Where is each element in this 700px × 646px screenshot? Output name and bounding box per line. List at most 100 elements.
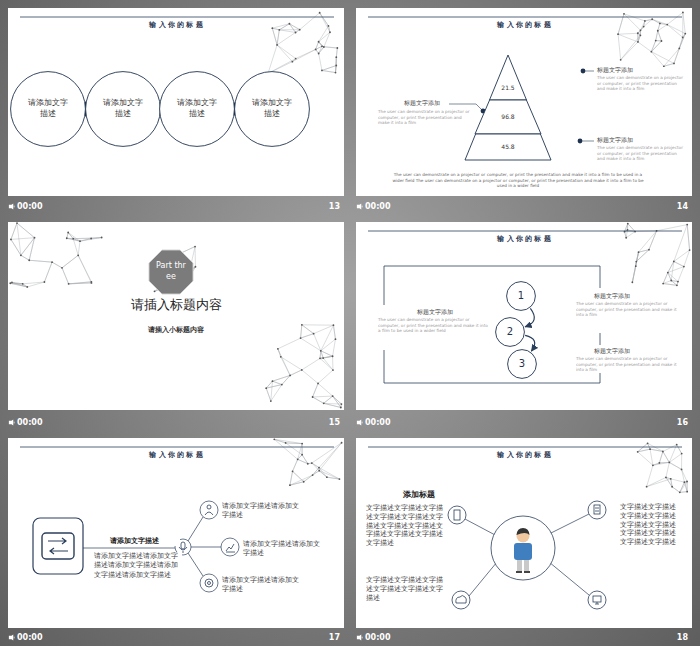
callout-body: The user can demonstrate on a projector … <box>576 356 680 373</box>
network-decoration-part <box>266 385 282 389</box>
title-slot: 输 入 你 的 标 题 <box>356 226 692 245</box>
network-decoration-part <box>272 380 274 382</box>
network-decoration-part <box>11 239 21 255</box>
item-body: 请添加文字描述请添加文字描述 <box>222 502 302 520</box>
network-decoration-part <box>319 468 320 471</box>
network-decoration-part <box>324 396 333 403</box>
network-decoration-part <box>663 445 677 452</box>
network-decoration-part <box>279 24 289 30</box>
network-decoration-part <box>318 467 320 469</box>
network-decoration-part <box>667 12 683 24</box>
network-decoration-part <box>313 468 319 475</box>
network-decoration-part <box>296 30 300 33</box>
network-decoration-part <box>11 223 17 239</box>
network-decoration-part <box>26 286 28 288</box>
network-decoration-part <box>664 48 679 66</box>
node-shape <box>160 72 235 147</box>
network-decoration-part <box>272 28 279 30</box>
network-decoration-part <box>674 261 684 266</box>
network-decoration-part <box>656 40 662 41</box>
network-decoration-part <box>307 463 309 465</box>
network-decoration-part <box>680 482 685 492</box>
node-body: 请添加文字描述 <box>10 71 86 147</box>
network-decoration-part <box>9 282 11 284</box>
network-decoration-part <box>662 451 664 453</box>
network-decoration-part <box>682 469 685 482</box>
node-body: 2 <box>495 317 525 347</box>
network-decoration-part <box>289 24 299 30</box>
network-decoration-part <box>328 26 330 32</box>
person-figure-part <box>517 560 522 571</box>
circle-node: 3 <box>507 349 537 379</box>
network-decoration-part <box>678 47 680 49</box>
network-decoration-part <box>656 31 658 41</box>
satellite-glyph-part <box>595 602 599 604</box>
footer-icon-part <box>9 419 14 425</box>
network-decoration-part <box>635 265 637 267</box>
network-decoration-part <box>680 491 687 493</box>
node-shape <box>465 134 551 160</box>
network-decoration-part <box>302 325 314 334</box>
network-decoration-part <box>271 385 282 401</box>
network-decoration-part <box>680 491 687 493</box>
network-decoration-part <box>627 223 629 225</box>
title-slot: 输 入 你 的 标 题 <box>8 12 344 31</box>
network-decoration-part <box>681 469 683 471</box>
item-heading: 请添加文字描述 <box>110 537 180 546</box>
node-outline <box>489 55 527 100</box>
network-decoration-part <box>667 272 669 274</box>
network-decoration-part <box>336 48 337 57</box>
network-decoration-part <box>301 325 302 338</box>
node-body: 96.8 <box>475 100 541 134</box>
network-decoration-part <box>320 350 322 352</box>
network-decoration-part <box>666 24 668 26</box>
exchange-icon <box>33 518 83 574</box>
network-decoration-part <box>277 348 279 350</box>
network-decoration-part <box>320 351 322 359</box>
hub-line-part <box>465 519 497 536</box>
network-decoration-part <box>302 325 314 334</box>
network-decoration-part <box>335 57 337 72</box>
network-decoration-part <box>313 383 318 397</box>
network-decoration-part <box>659 451 663 462</box>
network-decoration-part <box>336 48 337 57</box>
network-decoration-part <box>647 477 666 486</box>
network-decoration-part <box>650 51 652 53</box>
network-decoration-part <box>661 40 663 42</box>
network-decoration-part <box>91 282 93 284</box>
network-decoration-part <box>279 29 299 30</box>
network-decoration-part <box>679 34 685 49</box>
network-decoration-part <box>340 404 342 407</box>
network-decoration-part <box>647 479 671 487</box>
network-decoration-part <box>666 477 672 486</box>
network-decoration-part <box>67 232 69 234</box>
network-decoration-part <box>34 237 36 239</box>
network-decoration-part <box>317 383 319 385</box>
network-decoration-part <box>677 281 679 283</box>
network-decoration-part <box>17 223 35 238</box>
network-decoration-part <box>301 334 314 338</box>
network-decoration-part <box>290 370 302 376</box>
network-decoration-part <box>319 471 327 478</box>
slide-number: 17 <box>300 633 340 644</box>
hub-circle <box>448 501 606 609</box>
network-decoration-part <box>632 252 638 282</box>
network-decoration-part <box>631 281 633 283</box>
network-decoration-part <box>649 231 657 250</box>
network-decoration-part <box>308 463 312 465</box>
network-decoration-part <box>628 224 635 232</box>
network-decoration-part <box>22 283 24 285</box>
network-decoration-part <box>689 249 691 251</box>
network-decoration-part <box>308 463 312 465</box>
network-decoration-part <box>637 451 639 453</box>
branch-line-part <box>188 553 203 576</box>
network-decoration-part <box>637 41 639 43</box>
icon-glyph-part <box>205 579 213 587</box>
network-decoration-part <box>684 482 687 491</box>
callout-body: The user can demonstrate on a projector … <box>597 75 685 92</box>
text-block: 文字描述文字描述文字描述文字描述文字描述文字描述文字描述文字描述文字描述文字描述 <box>620 503 676 547</box>
person-figure <box>514 528 532 573</box>
network-decoration-part <box>301 334 314 338</box>
network-decoration-part <box>333 339 336 356</box>
network-decoration-part <box>668 273 671 281</box>
